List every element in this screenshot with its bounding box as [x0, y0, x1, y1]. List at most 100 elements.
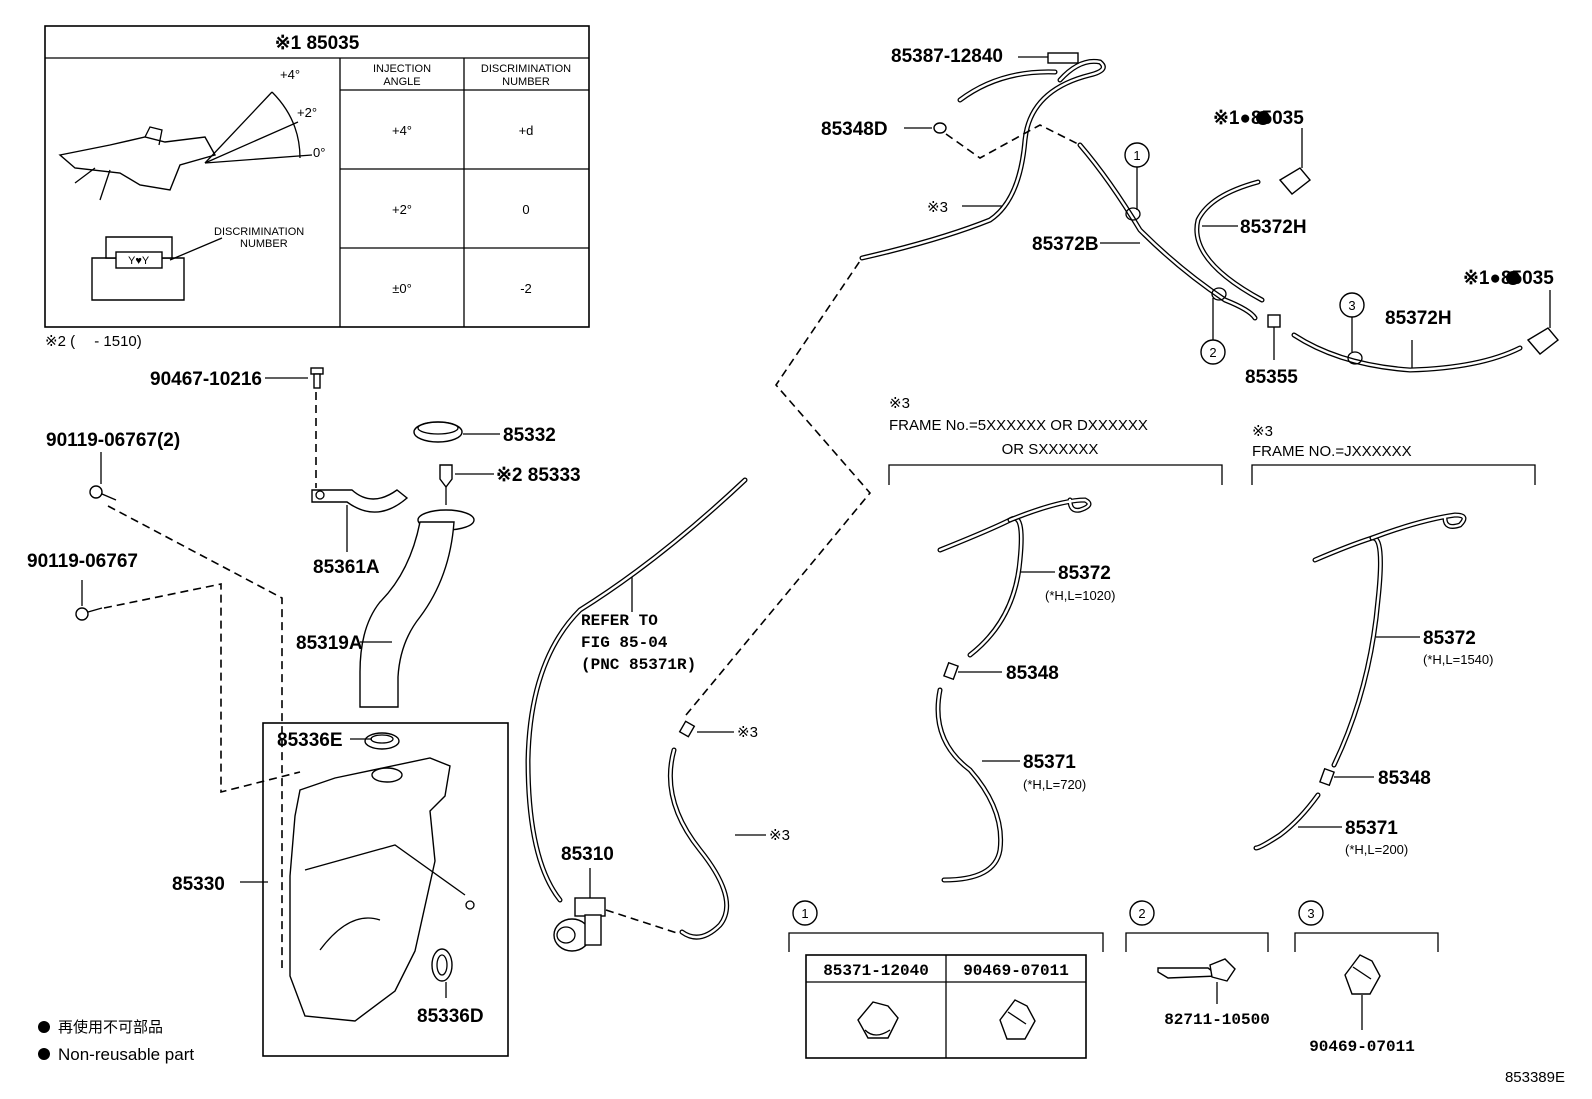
nozzle-85035-right — [1526, 327, 1560, 355]
clip2-part: 82711-10500 — [1164, 1011, 1270, 1029]
header-injection-angle-2: ANGLE — [383, 76, 420, 88]
mark3-connector: ※3 — [737, 724, 758, 741]
cap-85332 — [413, 421, 463, 443]
hose-85372h-lower — [1291, 332, 1523, 373]
circle-1-number: 1 — [1133, 148, 1140, 163]
legend-bullet-jp — [38, 1021, 50, 1033]
label-85372b: 85372B — [1032, 234, 1099, 255]
refer-line-3: (PNC 85371R) — [581, 656, 696, 674]
callout-circle-1 — [1124, 142, 1150, 221]
row-number-3: -2 — [520, 281, 532, 296]
label-85348d: 85348D — [821, 119, 888, 140]
angle-plus2: +2° — [297, 105, 317, 120]
label-85387-12840: 85387-12840 — [891, 46, 1003, 67]
reference-code: 853389E — [1505, 1069, 1565, 1086]
clip2-bracket — [1125, 932, 1269, 952]
label-90119-06767: 90119-06767 — [27, 551, 138, 572]
mark3-hose: ※3 — [769, 827, 790, 844]
variant-a-frame-2: OR SXXXXXX — [1002, 441, 1099, 458]
variant-a-joint-85348 — [943, 661, 959, 681]
variant-a-bracket — [888, 464, 1223, 485]
discrimination-sketch — [91, 236, 223, 301]
variant-b-joint-85348 — [1319, 767, 1335, 787]
variant-b-hose-85372 — [1312, 512, 1467, 768]
filler-pipe-85319a — [359, 509, 475, 708]
variant-a-label-85372: 85372 — [1058, 563, 1111, 584]
row-angle-2: +2° — [392, 202, 412, 217]
strainer-85333 — [439, 464, 453, 505]
label-85035-upper: ※1●85035 — [1213, 108, 1304, 129]
screw-90119-b — [75, 607, 103, 621]
hose-85372b — [1077, 142, 1258, 321]
clip-85371-12040-sketch — [857, 1001, 899, 1039]
variant-b-mark: ※3 — [1252, 423, 1273, 440]
nozzle-inset: ※1 85035 INJECTION ANGLE DISCRIMINATION … — [44, 25, 590, 328]
label-85332: 85332 — [503, 425, 556, 446]
circle-2-number: 2 — [1209, 345, 1216, 360]
variant-a-spec-85371: (*H,L=720) — [1023, 777, 1086, 792]
reservoir-group-frame — [262, 722, 509, 1057]
hose-85372h-upper — [1194, 179, 1265, 303]
circle-3-number: 3 — [1348, 298, 1355, 313]
label-85330: 85330 — [172, 874, 225, 895]
bracket-85361a — [311, 489, 409, 513]
header-injection-angle-1: INJECTION — [373, 63, 431, 75]
header-discrimination-2: NUMBER — [502, 76, 550, 88]
legend-en: Non-reusable part — [58, 1045, 194, 1064]
discrimination-label-1: DISCRIMINATION — [214, 226, 304, 238]
clip3-circle — [1298, 900, 1324, 926]
label-85361a: 85361A — [313, 557, 380, 578]
nozzle-spray-sketch — [58, 91, 313, 201]
washer-pump-85310 — [553, 897, 606, 952]
label-90467-10216: 90467-10216 — [150, 369, 262, 390]
clip1-bracket — [788, 932, 1104, 952]
nonreusable-dot-upper — [1256, 111, 1270, 125]
reservoir-85330 — [289, 732, 475, 1022]
label-85333: ※2 85333 — [496, 465, 581, 486]
row-angle-1: +4° — [392, 123, 412, 138]
label-85319a: 85319A — [296, 633, 363, 654]
clip-85387-12840 — [1047, 52, 1079, 64]
variant-b-bracket — [1251, 464, 1536, 485]
row-angle-3: ±0° — [392, 281, 412, 296]
note-2: ※2 ( - 1510) — [45, 333, 142, 350]
variant-b-label-85348: 85348 — [1378, 768, 1431, 789]
legend-jp: 再使用不可部品 — [58, 1019, 163, 1036]
nonreusable-dot-right — [1506, 271, 1520, 285]
clip2-circle — [1129, 900, 1155, 926]
variant-b-spec-85371: (*H,L=200) — [1345, 842, 1408, 857]
variant-a-mark: ※3 — [889, 395, 910, 412]
hose-main-upper — [859, 58, 1106, 261]
callout-circle-3 — [1339, 292, 1365, 365]
label-85310: 85310 — [561, 844, 614, 865]
variant-a-hose-85371 — [935, 687, 1004, 883]
label-85355: 85355 — [1245, 367, 1298, 388]
joint-85348d — [933, 122, 947, 134]
clip-82711-10500-sketch — [1157, 958, 1236, 982]
bolt-90467 — [310, 367, 324, 389]
row-number-1: +d — [519, 123, 534, 138]
screw-90119-a — [89, 485, 117, 501]
clip3-number: 3 — [1307, 906, 1314, 921]
clip1-number: 1 — [801, 906, 808, 921]
nozzle-mark: Y♥Y — [128, 255, 150, 267]
refer-line-1: REFER TO — [581, 612, 658, 630]
label-85336d: 85336D — [417, 1006, 484, 1027]
label-85372h-lower: 85372H — [1385, 308, 1452, 329]
clip-90469-07011-sketch — [999, 999, 1036, 1040]
variant-a-frame-1: FRAME No.=5XXXXXX OR DXXXXXX — [889, 417, 1148, 434]
variant-b-hose-85371 — [1253, 792, 1321, 851]
variant-b-frame-1: FRAME NO.=JXXXXXX — [1252, 443, 1412, 460]
variant-a-label-85348: 85348 — [1006, 663, 1059, 684]
connector-85355 — [1267, 314, 1281, 328]
variant-b-label-85371: 85371 — [1345, 818, 1398, 839]
label-85035-right: ※1●85035 — [1463, 268, 1554, 289]
clip1-circle — [792, 900, 818, 926]
legend-bullet-en — [38, 1048, 50, 1060]
variant-b-spec-85372: (*H,L=1540) — [1423, 652, 1493, 667]
label-85372h-upper: 85372H — [1240, 217, 1307, 238]
mark3-upper: ※3 — [927, 199, 948, 216]
clip1-part-b: 90469-07011 — [963, 962, 1069, 980]
refer-line-2: FIG 85-04 — [581, 634, 668, 652]
